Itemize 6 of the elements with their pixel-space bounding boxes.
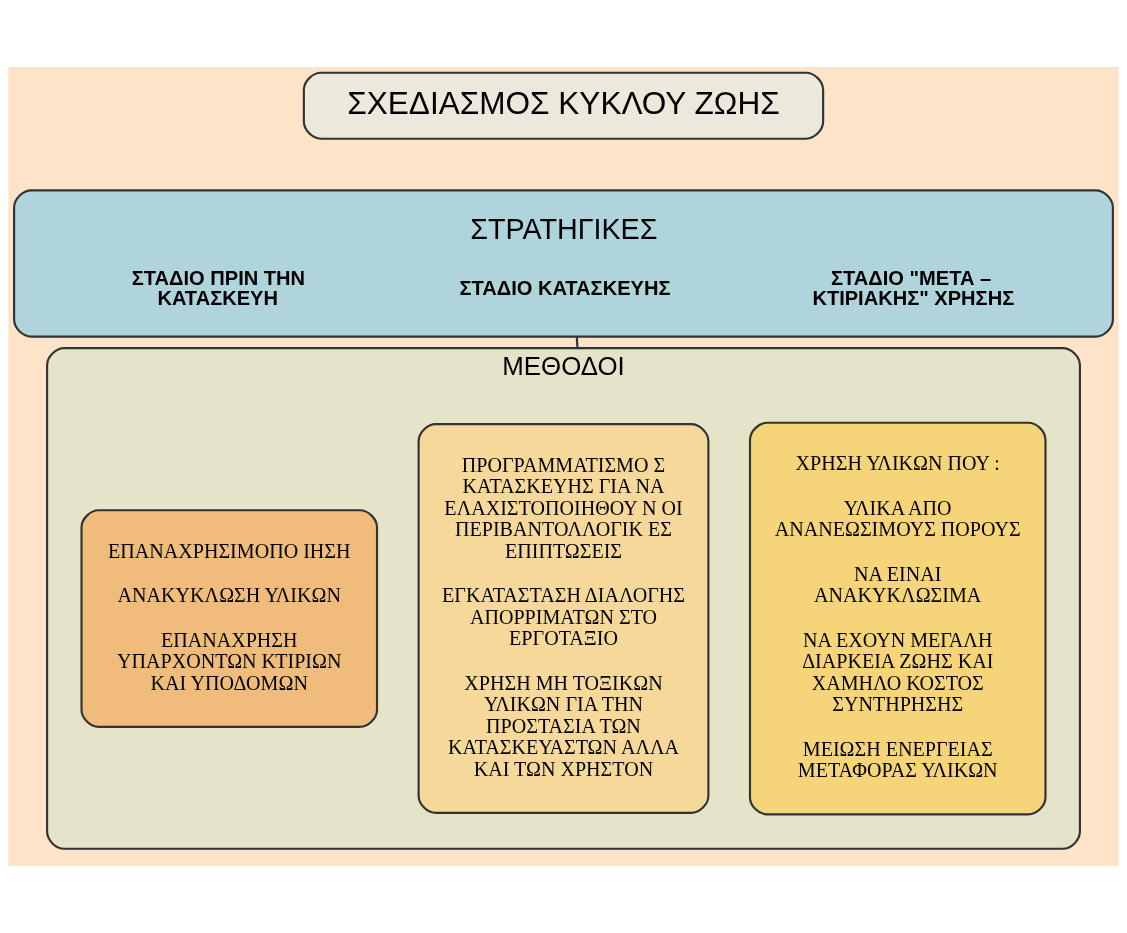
node-box: ΠΡΟΓΡΑΜΜΑΤΙΣΜΟ Σ ΚΑΤΑΣΚΕΥΗΣ ΓΙΑ ΝΑ ΕΛΑΧΙΣΤΟΠΟΙΗΘΟΥ Ν ΟΙ ΠΕΡΙΒΑΝΤΟΛΛΟΓΙΚ ΕΣ ΕΠΙΠΤΩΣΕΙΣ ΕΓΚΑΤΑΣΤΑΣΗ ΔΙΑΛΟΓΗΣ ΑΠΟΡΡΙΜΑΤΩΝ ΣΤΟ ΕΡΓΟΤΑΞΙΟ ΧΡΗΣΗ ΜΗ ΤΟΞΙΚΩΝ ΥΛΙΚΩΝ ΓΙΑ ΤΗΝ ΠΡΟΣΤΑΣΙΑ ΤΩΝ ΚΑΤΑΣΚΕΥΑΣΤΩΝ ΑΛΛΑ ΚΑΙ ΤΩΝ ΧΡΗΣΤΟΝ	[417, 423, 710, 814]
connector	[575, 337, 579, 349]
node-box: ΕΠΑΝΑΧΡΗΣΙΜΟΠΟ ΙΗΣΗ ΑΝΑΚΥΚΛΩΣΗ ΥΛΙΚΩΝ ΕΠΑΝΑΧΡΗΣΗ ΥΠΑΡΧΟΝΤΩΝ ΚΤΙΡΙΩΝ ΚΑΙ ΥΠΟΔΟΜΩΝ	[80, 509, 379, 728]
node-box: ΣΤΡΑΤΗΓΙΚΕΣ ΣΤΑΔΙΟ ΠΡΙΝ ΤΗΝ ΚΑΤΑΣΚΕΥΗ ΣΤΑΔΙΟ ΚΑΤΑΣΚΕΥΗΣ ΣΤΑΔΙΟ "ΜΕΤΑ – ΚΤΙΡΙΑΚΗΣ" ΧΡΗΣΗΣ	[13, 189, 1114, 338]
node-box: ΧΡΗΣΗ ΥΛΙΚΩΝ ΠΟΥ : ΥΛΙΚΑ ΑΠΟ ΑΝΑΝΕΩΣΙΜΟΥΣ ΠΟΡΟΥΣ ΝΑ ΕΙΝΑΙ ΑΝΑΚΥΚΛΩΣΙΜΑ ΝΑ ΕΧΟΥΝ ΜΕΓΑΛΗ ΔΙΑΡΚΕΙΑ ΖΩΗΣ ΚΑΙ ΧΑΜΗΛΟ ΚΟΣΤΟΣ ΣΥΝΤΗΡΗΣΗΣ ΜΕΙΩΣΗ ΕΝΕΡΓΕΙΑΣ ΜΕΤΑΦΟΡΑΣ ΥΛΙΚΩΝ	[748, 421, 1047, 816]
node-box: ΣΧΕΔΙΑΣΜΟΣ ΚΥΚΛΟΥ ΖΩΗΣ	[302, 71, 825, 140]
